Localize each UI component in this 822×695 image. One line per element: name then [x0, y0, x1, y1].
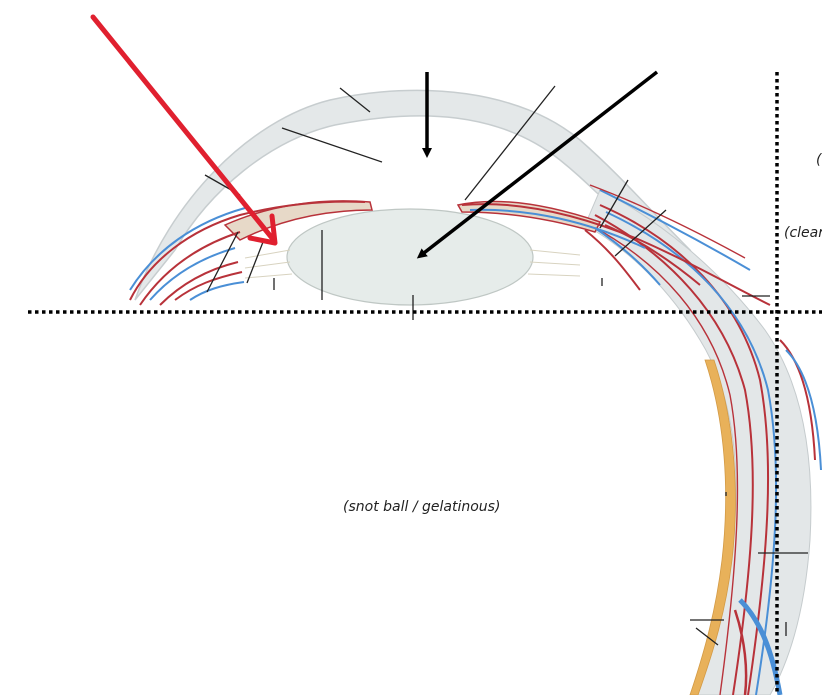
ciliary-body-right — [461, 184, 771, 306]
clear-label-partial: (clear — [784, 225, 822, 241]
choroid-layer — [689, 359, 736, 695]
paren-label-partial: ( — [816, 152, 822, 168]
ciliary-body-left — [129, 200, 366, 306]
black-arrow-diagonal — [416, 70, 659, 259]
vitreous-humor-label: (snot ball / gelatinous) — [343, 499, 501, 515]
sclera-wall — [584, 189, 812, 695]
lens — [286, 208, 534, 306]
red-pointer-arrow — [90, 14, 278, 246]
leader-lines — [204, 85, 808, 646]
cornea — [134, 89, 692, 301]
suspensory-ligaments — [244, 249, 581, 279]
